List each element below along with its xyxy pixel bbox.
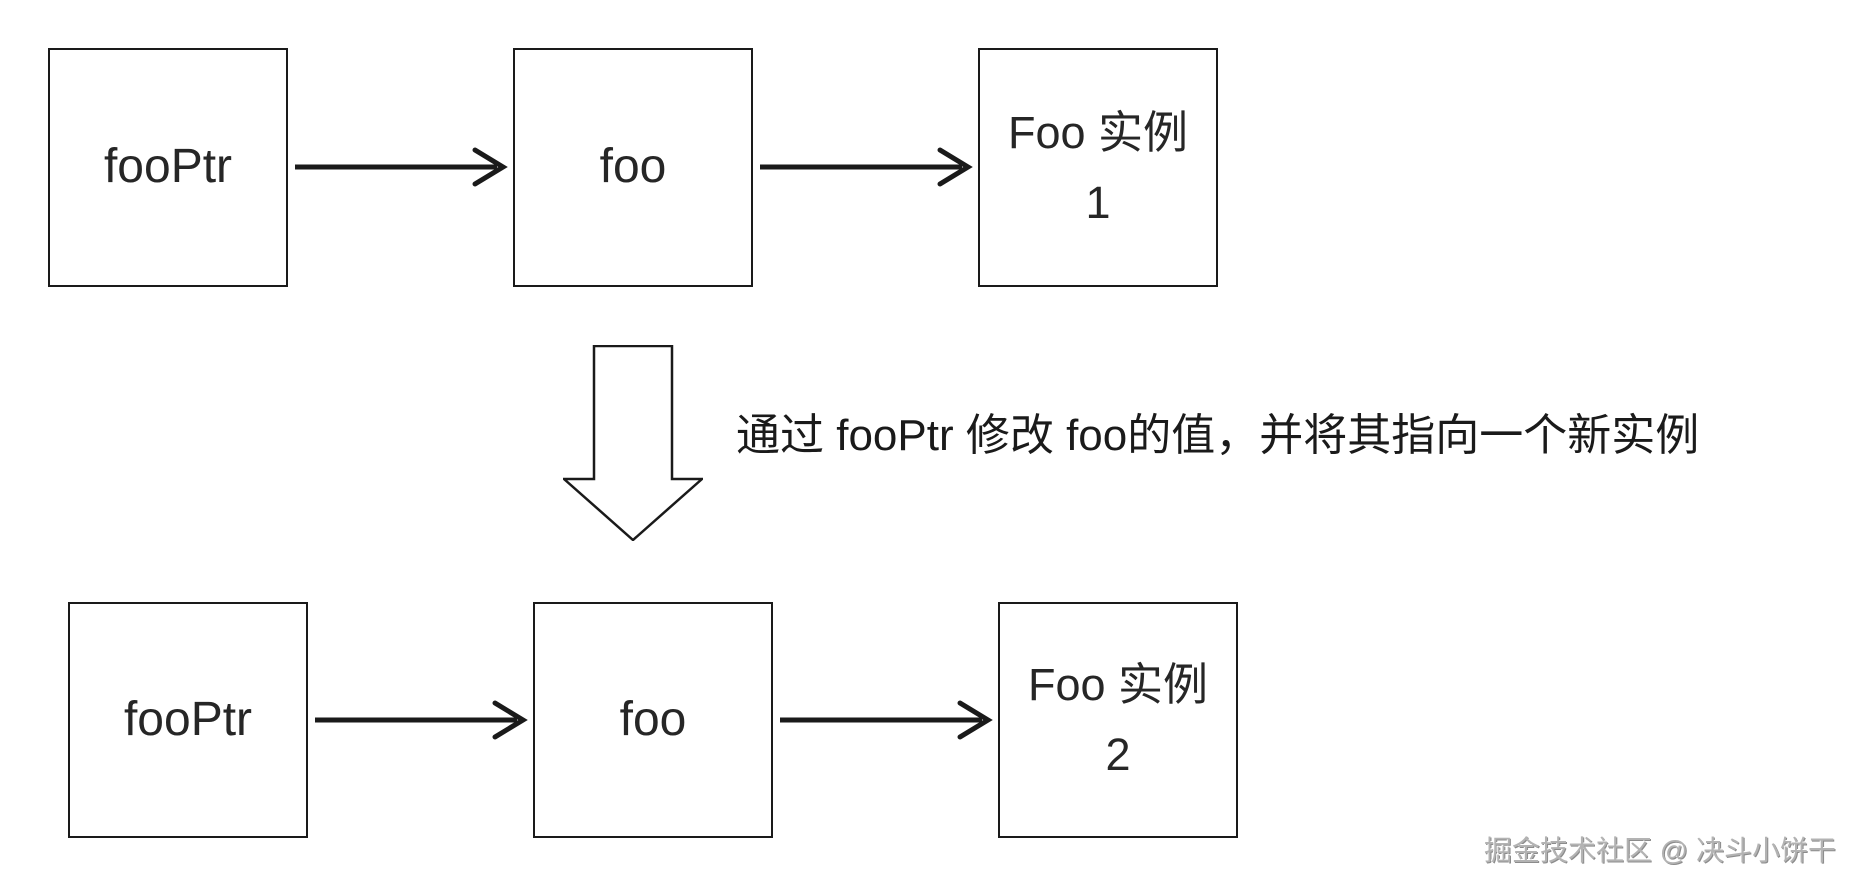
node-foo-before-label: foo: [599, 140, 667, 194]
arrow-right-icon: [780, 700, 993, 740]
node-instance1-label: Foo 实例: [1007, 106, 1189, 158]
node-fooptr-before-label: fooPtr: [103, 140, 233, 194]
node-instance1-number: 1: [1085, 176, 1111, 228]
arrow-down-icon: [563, 345, 703, 541]
arrow-right-icon: [760, 147, 973, 187]
node-foo-after: foo: [533, 602, 773, 838]
arrow-right-icon: [295, 147, 508, 187]
arrow-right-icon: [315, 700, 528, 740]
node-instance1: Foo 实例 1: [978, 48, 1218, 287]
node-instance2: Foo 实例 2: [998, 602, 1238, 838]
node-fooptr-after: fooPtr: [68, 602, 308, 838]
node-fooptr-before: fooPtr: [48, 48, 288, 287]
node-foo-after-label: foo: [619, 692, 687, 746]
transition-annotation: 通过 fooPtr 修改 foo的值，并将其指向一个新实例: [736, 411, 1700, 460]
node-foo-before: foo: [513, 48, 753, 287]
watermark-text: 掘金技术社区 @ 决斗小饼干: [1484, 835, 1836, 866]
node-fooptr-after-label: fooPtr: [123, 692, 253, 746]
node-instance2-label: Foo 实例: [1027, 659, 1209, 710]
node-instance2-number: 2: [1105, 729, 1131, 780]
